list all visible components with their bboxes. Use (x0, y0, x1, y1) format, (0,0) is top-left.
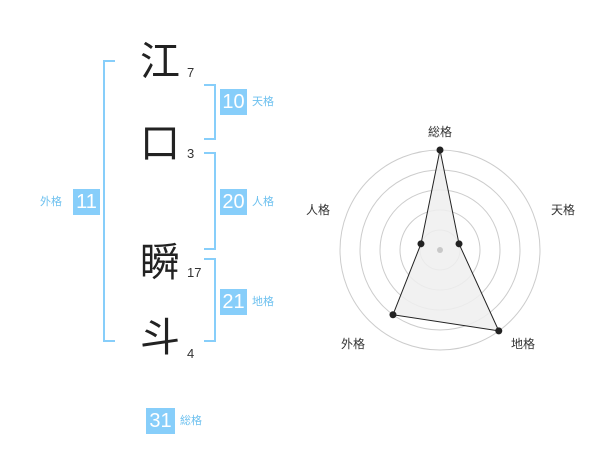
chi-value-badge: 21 (220, 289, 247, 315)
radar-center-dot (437, 247, 443, 253)
name-char-3: 瞬 (140, 240, 180, 286)
gai-value-badge: 11 (73, 189, 100, 215)
radar-point-3 (495, 327, 503, 335)
radar-label-sou: 総格 (427, 125, 453, 139)
radar-point-5 (417, 240, 425, 248)
jin-bracket (204, 152, 216, 250)
radar-label-chi: 地格 (510, 337, 536, 351)
radar-label-ten: 天格 (550, 203, 576, 217)
name-char-4: 斗 (140, 315, 180, 361)
total-value-badge: 31 (146, 408, 175, 434)
radar-label-gai: 外格 (340, 337, 366, 351)
radar-point-4 (389, 311, 397, 319)
chi-bracket (204, 258, 216, 342)
gai-label: 外格 (40, 195, 62, 208)
radar-point-1 (436, 146, 444, 154)
stroke-count-1: 7 (187, 65, 195, 80)
ten-value-badge: 10 (220, 89, 247, 115)
radar-point-2 (455, 240, 463, 248)
jin-value-badge: 20 (220, 189, 247, 215)
jin-label: 人格 (252, 195, 274, 208)
ten-bracket (204, 84, 216, 140)
radar-polygon (392, 149, 500, 332)
ten-label: 天格 (252, 95, 274, 108)
name-char-2: 口 (140, 121, 180, 167)
chi-label: 地格 (252, 295, 274, 308)
stroke-count-2: 3 (187, 146, 195, 161)
total-label: 総格 (180, 414, 202, 427)
stroke-count-4: 4 (187, 346, 195, 361)
gai-bracket (103, 60, 115, 342)
name-char-1: 江 (140, 39, 180, 85)
radar-label-jin: 人格 (305, 203, 331, 217)
stroke-count-3: 17 (187, 265, 202, 280)
